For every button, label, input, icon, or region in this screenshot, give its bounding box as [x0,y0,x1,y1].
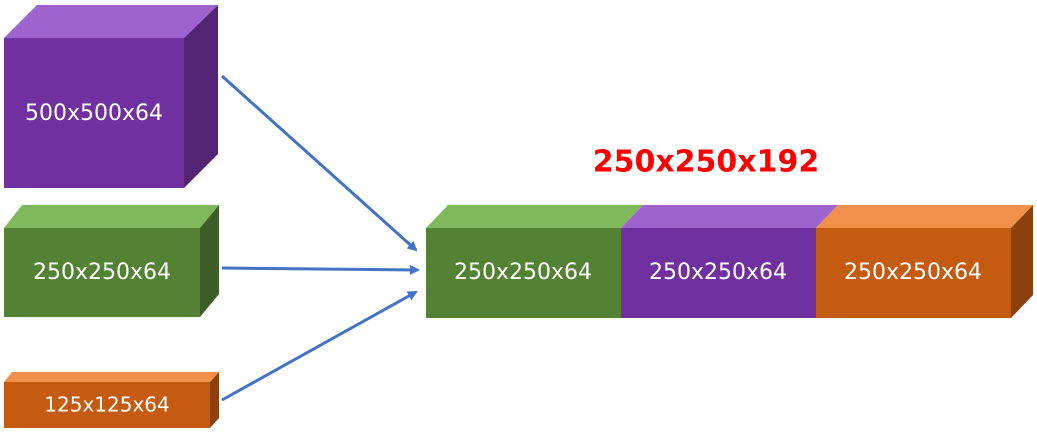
output-segment-3-top [816,205,1033,228]
arrows [220,74,420,402]
output-segment-2-front [621,228,816,318]
output-segment-2-top [621,205,838,228]
input-block-125-label: 125x125x64 [44,393,169,417]
input-block-500-label: 500x500x64 [25,101,163,126]
input-block-125-top [4,372,219,382]
input-block-125-front [4,382,210,428]
output-segment-3-label: 250x250x64 [844,260,982,285]
input-block-250: 250x250x64 [4,205,219,317]
output-segment-1-top [426,205,643,228]
arrow-from-500 [220,74,418,252]
output-block: 250x250x64 250x250x64 250x250x64 [426,205,1033,318]
arrow-from-250 [221,264,420,275]
output-segment-1-front [426,228,621,318]
output-segment-1-label: 250x250x64 [454,260,592,285]
arrow-from-125 [221,290,418,402]
output-segment-3-front [816,228,1011,318]
output-segment-2-label: 250x250x64 [649,260,787,285]
input-block-250-front [4,228,200,317]
input-block-125-side [210,372,219,428]
output-block-side [1011,205,1033,318]
input-block-250-top [4,205,219,228]
output-title: 250x250x192 [593,145,820,180]
input-block-250-side [200,205,219,317]
input-block-500-top [4,5,218,38]
input-block-500: 500x500x64 [4,5,218,188]
input-block-125: 125x125x64 [4,372,219,428]
input-block-500-side [184,5,218,188]
input-block-250-label: 250x250x64 [33,260,171,285]
input-block-500-front [4,38,184,188]
